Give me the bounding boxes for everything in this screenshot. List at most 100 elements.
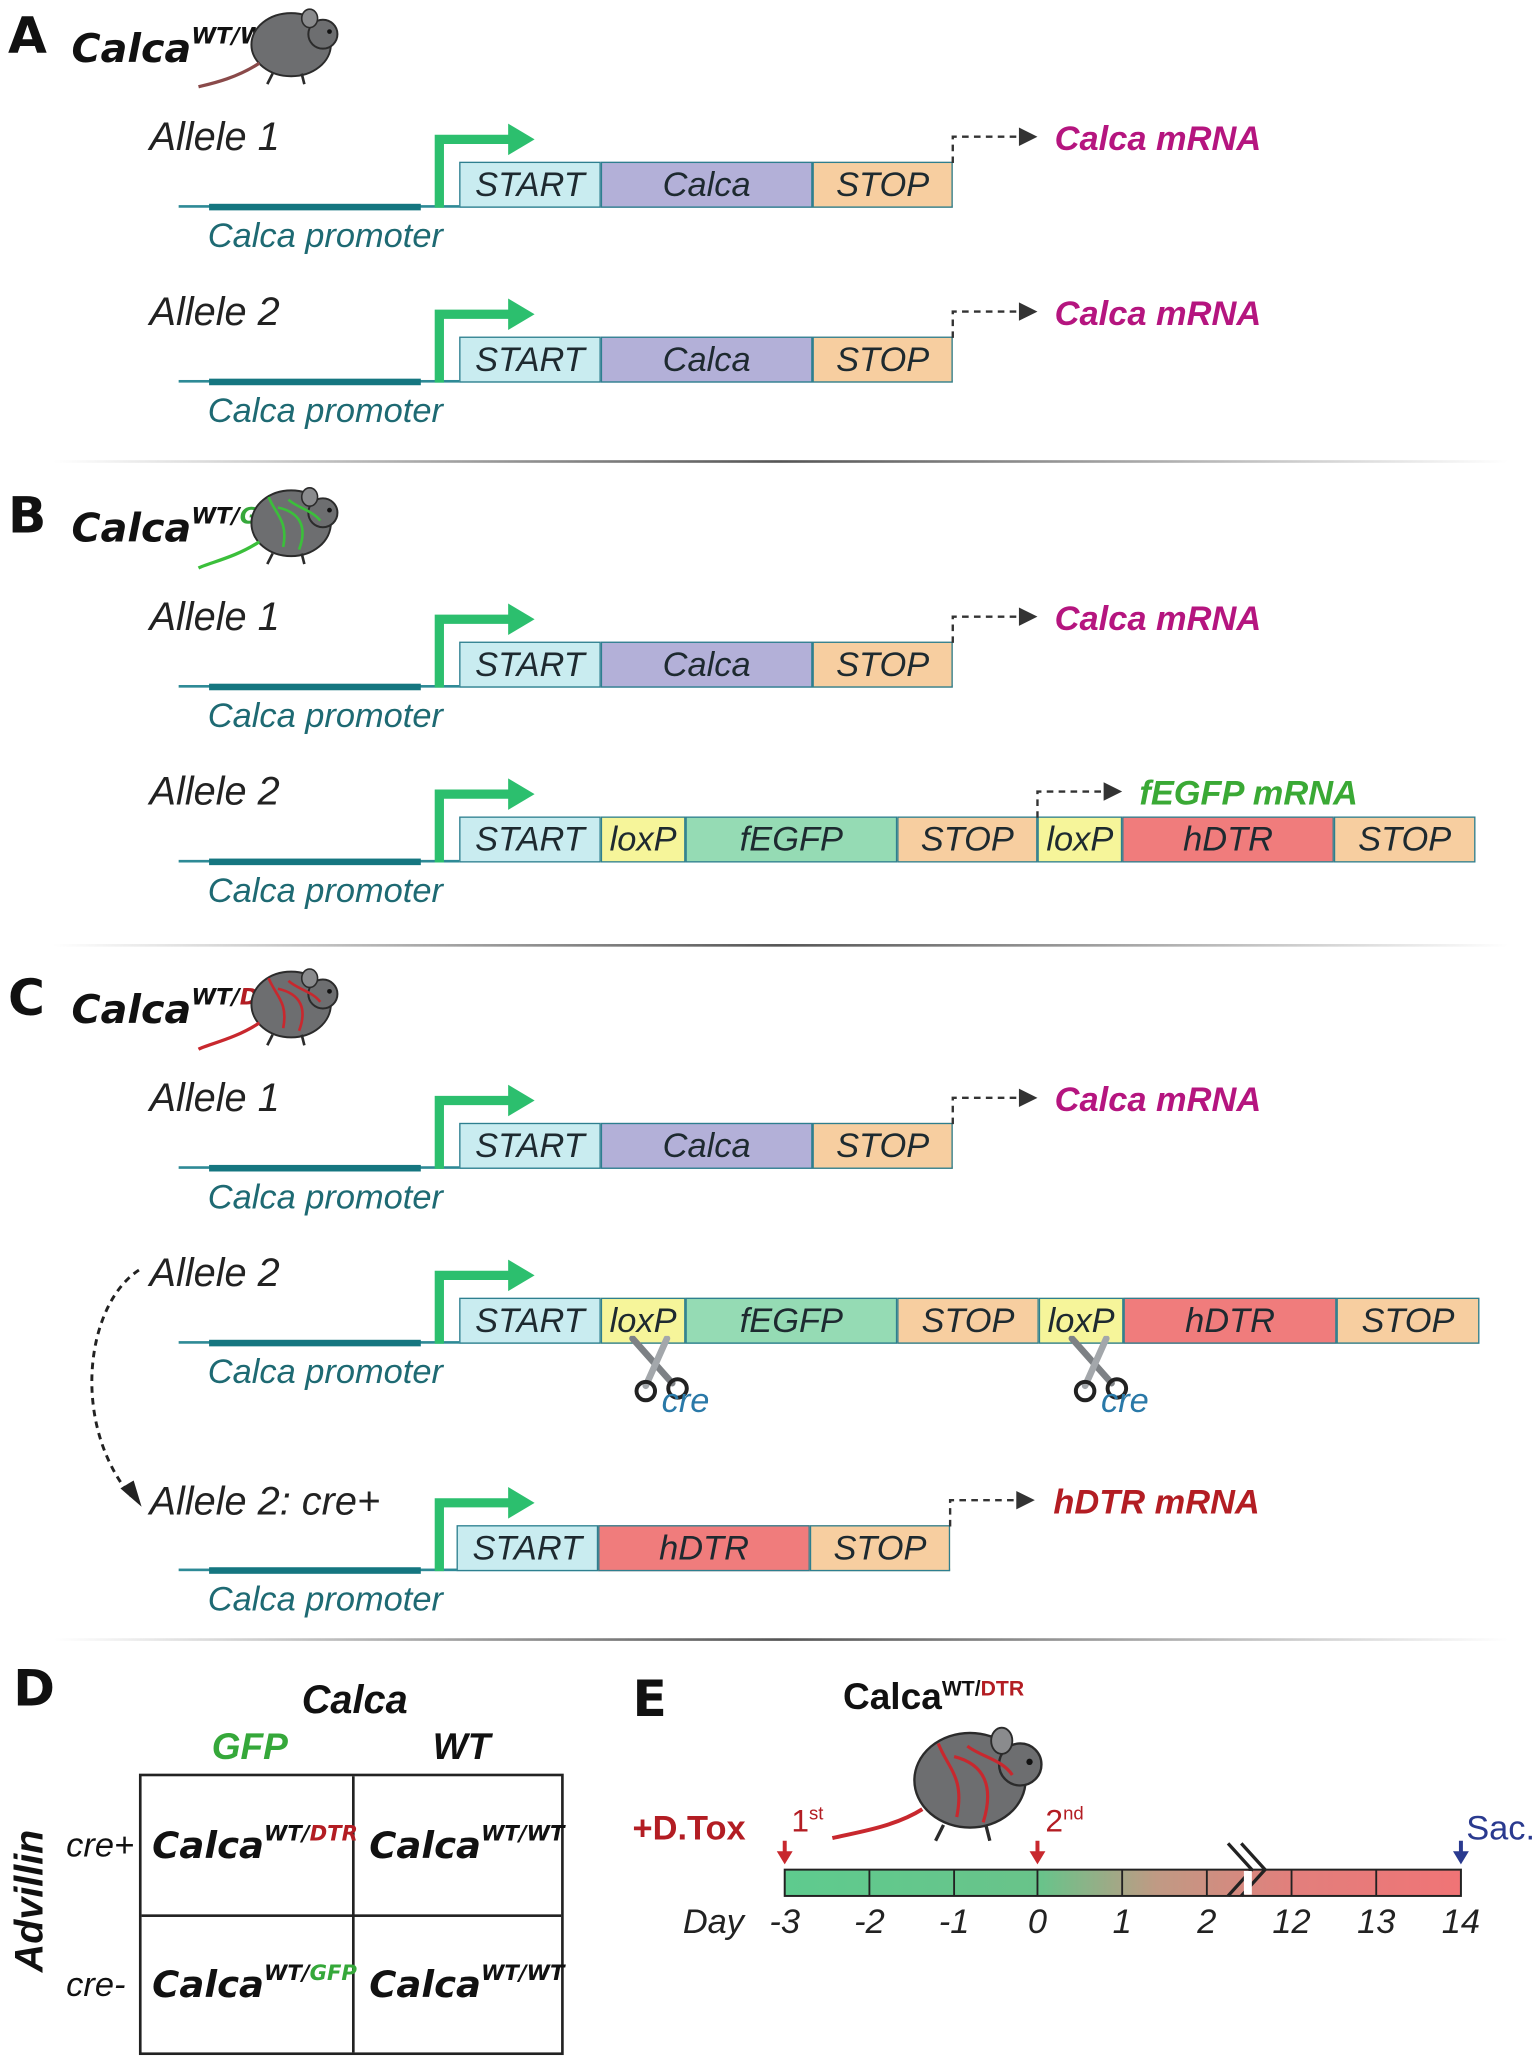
box-start-a2: START <box>459 336 601 383</box>
promoter-label-a1: Calca promoter <box>207 215 443 256</box>
box-hdtr-c3: hDTR <box>598 1525 810 1572</box>
box-stop-b1: STOP <box>812 641 953 688</box>
box-stop1-c2: STOP <box>897 1297 1039 1344</box>
mouse-icon-timeline <box>831 1726 1043 1842</box>
mouse-icon-wt <box>198 8 339 89</box>
allele-a2-label: Allele 2 <box>149 290 280 334</box>
dashed-arrow-icon-c1 <box>951 1088 1038 1125</box>
box-start-b2: START <box>459 816 601 863</box>
day-tick-label: -3 <box>769 1901 801 1941</box>
box-calca-a2: Calca <box>600 336 813 383</box>
scissors-icon-2 <box>1068 1335 1129 1403</box>
genotype-b-base: Calca <box>71 506 192 553</box>
genotype-e: CalcaWT/DTR <box>842 1676 1025 1718</box>
dashed-arrow-icon-b1 <box>951 607 1038 643</box>
mrna-label-c1: Calca mRNA <box>1054 1079 1262 1119</box>
tss-arrow-icon-c1 <box>434 1084 535 1169</box>
mrna-label-b2: fEGFP mRNA <box>1139 773 1358 813</box>
promoter-a1 <box>209 203 421 211</box>
promoter-label-b2: Calca promoter <box>207 870 443 910</box>
allele-c3-label: Allele 2: cre+ <box>149 1480 381 1524</box>
mrna-label-a2: Calca mRNA <box>1054 293 1262 333</box>
genotype-table: CalcaWT/DTR CalcaWT/WT CalcaWT/GFP Calca… <box>138 1773 565 2056</box>
dtox-label: +D.Tox <box>632 1807 746 1848</box>
day-tick-label: -1 <box>938 1901 970 1941</box>
dashed-arrow-icon-a2 <box>951 302 1038 338</box>
divider-bc <box>52 944 1509 947</box>
box-stop-c3: STOP <box>809 1525 951 1572</box>
recombination-arrow-icon <box>90 1268 142 1507</box>
promoter-label-a2: Calca promoter <box>207 390 443 430</box>
box-stop2-c2: STOP <box>1336 1297 1480 1344</box>
promoter-a2 <box>209 378 421 386</box>
genotype-a-base: Calca <box>71 26 192 73</box>
dashed-arrow-icon-c3 <box>948 1490 1035 1527</box>
box-fegfp-c2: fEGFP <box>685 1297 898 1344</box>
box-loxp1-b2: loxP <box>600 816 686 863</box>
day-tick-label: 2 <box>1197 1901 1217 1941</box>
table-cell-r1c1: CalcaWT/DTR <box>152 1820 358 1868</box>
day-tick-label: -2 <box>854 1901 885 1941</box>
panel-label-b: B <box>7 486 47 545</box>
first-injection-label: 1st <box>791 1802 824 1840</box>
table-row-title: Advillin <box>7 1829 52 1973</box>
timeline-svg <box>776 1840 1469 1898</box>
promoter-label-c2: Calca promoter <box>207 1351 443 1392</box>
promoter-c1 <box>209 1164 421 1172</box>
genotype-c-base: Calca <box>71 987 192 1034</box>
allele-c1-label: Allele 1 <box>149 1076 280 1121</box>
day-tick-label: 12 <box>1272 1901 1311 1941</box>
table-col-wt: WT <box>432 1726 491 1768</box>
box-stop-a1: STOP <box>812 161 953 208</box>
box-calca-a1: Calca <box>600 161 813 208</box>
box-stop-c1: STOP <box>812 1122 953 1169</box>
promoter-label-b1: Calca promoter <box>207 695 443 735</box>
mouse-icon-gfp <box>197 487 339 570</box>
table-cell-r2c2: CalcaWT/WT <box>369 1959 565 2007</box>
day-tick-label: 1 <box>1112 1901 1132 1941</box>
dashed-arrow-icon-a1 <box>951 127 1038 164</box>
dashed-arrow-icon-b2 <box>1036 782 1123 818</box>
tss-arrow-icon-b2 <box>434 778 535 863</box>
second-injection-label: 2nd <box>1045 1802 1084 1840</box>
promoter-b2 <box>209 858 421 866</box>
box-calca-c1: Calca <box>600 1122 813 1169</box>
table-cell-r1c2: CalcaWT/WT <box>369 1820 565 1868</box>
allele-a1-label: Allele 1 <box>149 115 280 160</box>
cre-label-1: cre <box>661 1380 710 1420</box>
box-stop2-b2: STOP <box>1333 816 1476 863</box>
tss-arrow-icon-c2 <box>434 1259 535 1344</box>
box-start-c1: START <box>459 1122 601 1169</box>
table-col-gfp: GFP <box>211 1726 288 1768</box>
cre-label-2: cre <box>1100 1380 1149 1420</box>
box-hdtr-c2: hDTR <box>1123 1297 1337 1344</box>
tss-arrow-icon-c3 <box>434 1487 535 1572</box>
table-hline <box>141 1914 562 1917</box>
scissors-icon-1 <box>629 1335 689 1403</box>
panel-label-a: A <box>7 6 47 65</box>
promoter-c3 <box>209 1567 421 1574</box>
promoter-c2 <box>209 1339 421 1347</box>
table-col-title: Calca <box>301 1678 408 1723</box>
table-cell-r2c1: CalcaWT/GFP <box>152 1959 357 2007</box>
box-stop1-b2: STOP <box>897 816 1038 863</box>
day-tick-label: 13 <box>1357 1901 1396 1941</box>
tss-arrow-icon-a1 <box>434 123 535 208</box>
promoter-label-c1: Calca promoter <box>207 1176 443 1217</box>
tss-arrow-icon-a2 <box>434 298 535 383</box>
allele-b2-label: Allele 2 <box>149 770 280 814</box>
table-row-cre-minus: cre- <box>66 1964 126 2004</box>
table-vline <box>351 1776 355 2053</box>
tss-arrow-icon-b1 <box>434 603 535 688</box>
box-start-c3: START <box>456 1525 599 1572</box>
box-stop-a2: STOP <box>812 336 953 383</box>
mrna-label-a1: Calca mRNA <box>1054 118 1262 158</box>
divider-ab <box>52 460 1509 463</box>
promoter-b1 <box>209 683 421 691</box>
day-label: Day <box>682 1901 745 1941</box>
sac-label: Sac. <box>1466 1807 1535 1848</box>
day-tick-label: 0 <box>1027 1901 1048 1941</box>
box-start-c2: START <box>459 1297 601 1344</box>
panel-label-e: E <box>632 1669 667 1728</box>
